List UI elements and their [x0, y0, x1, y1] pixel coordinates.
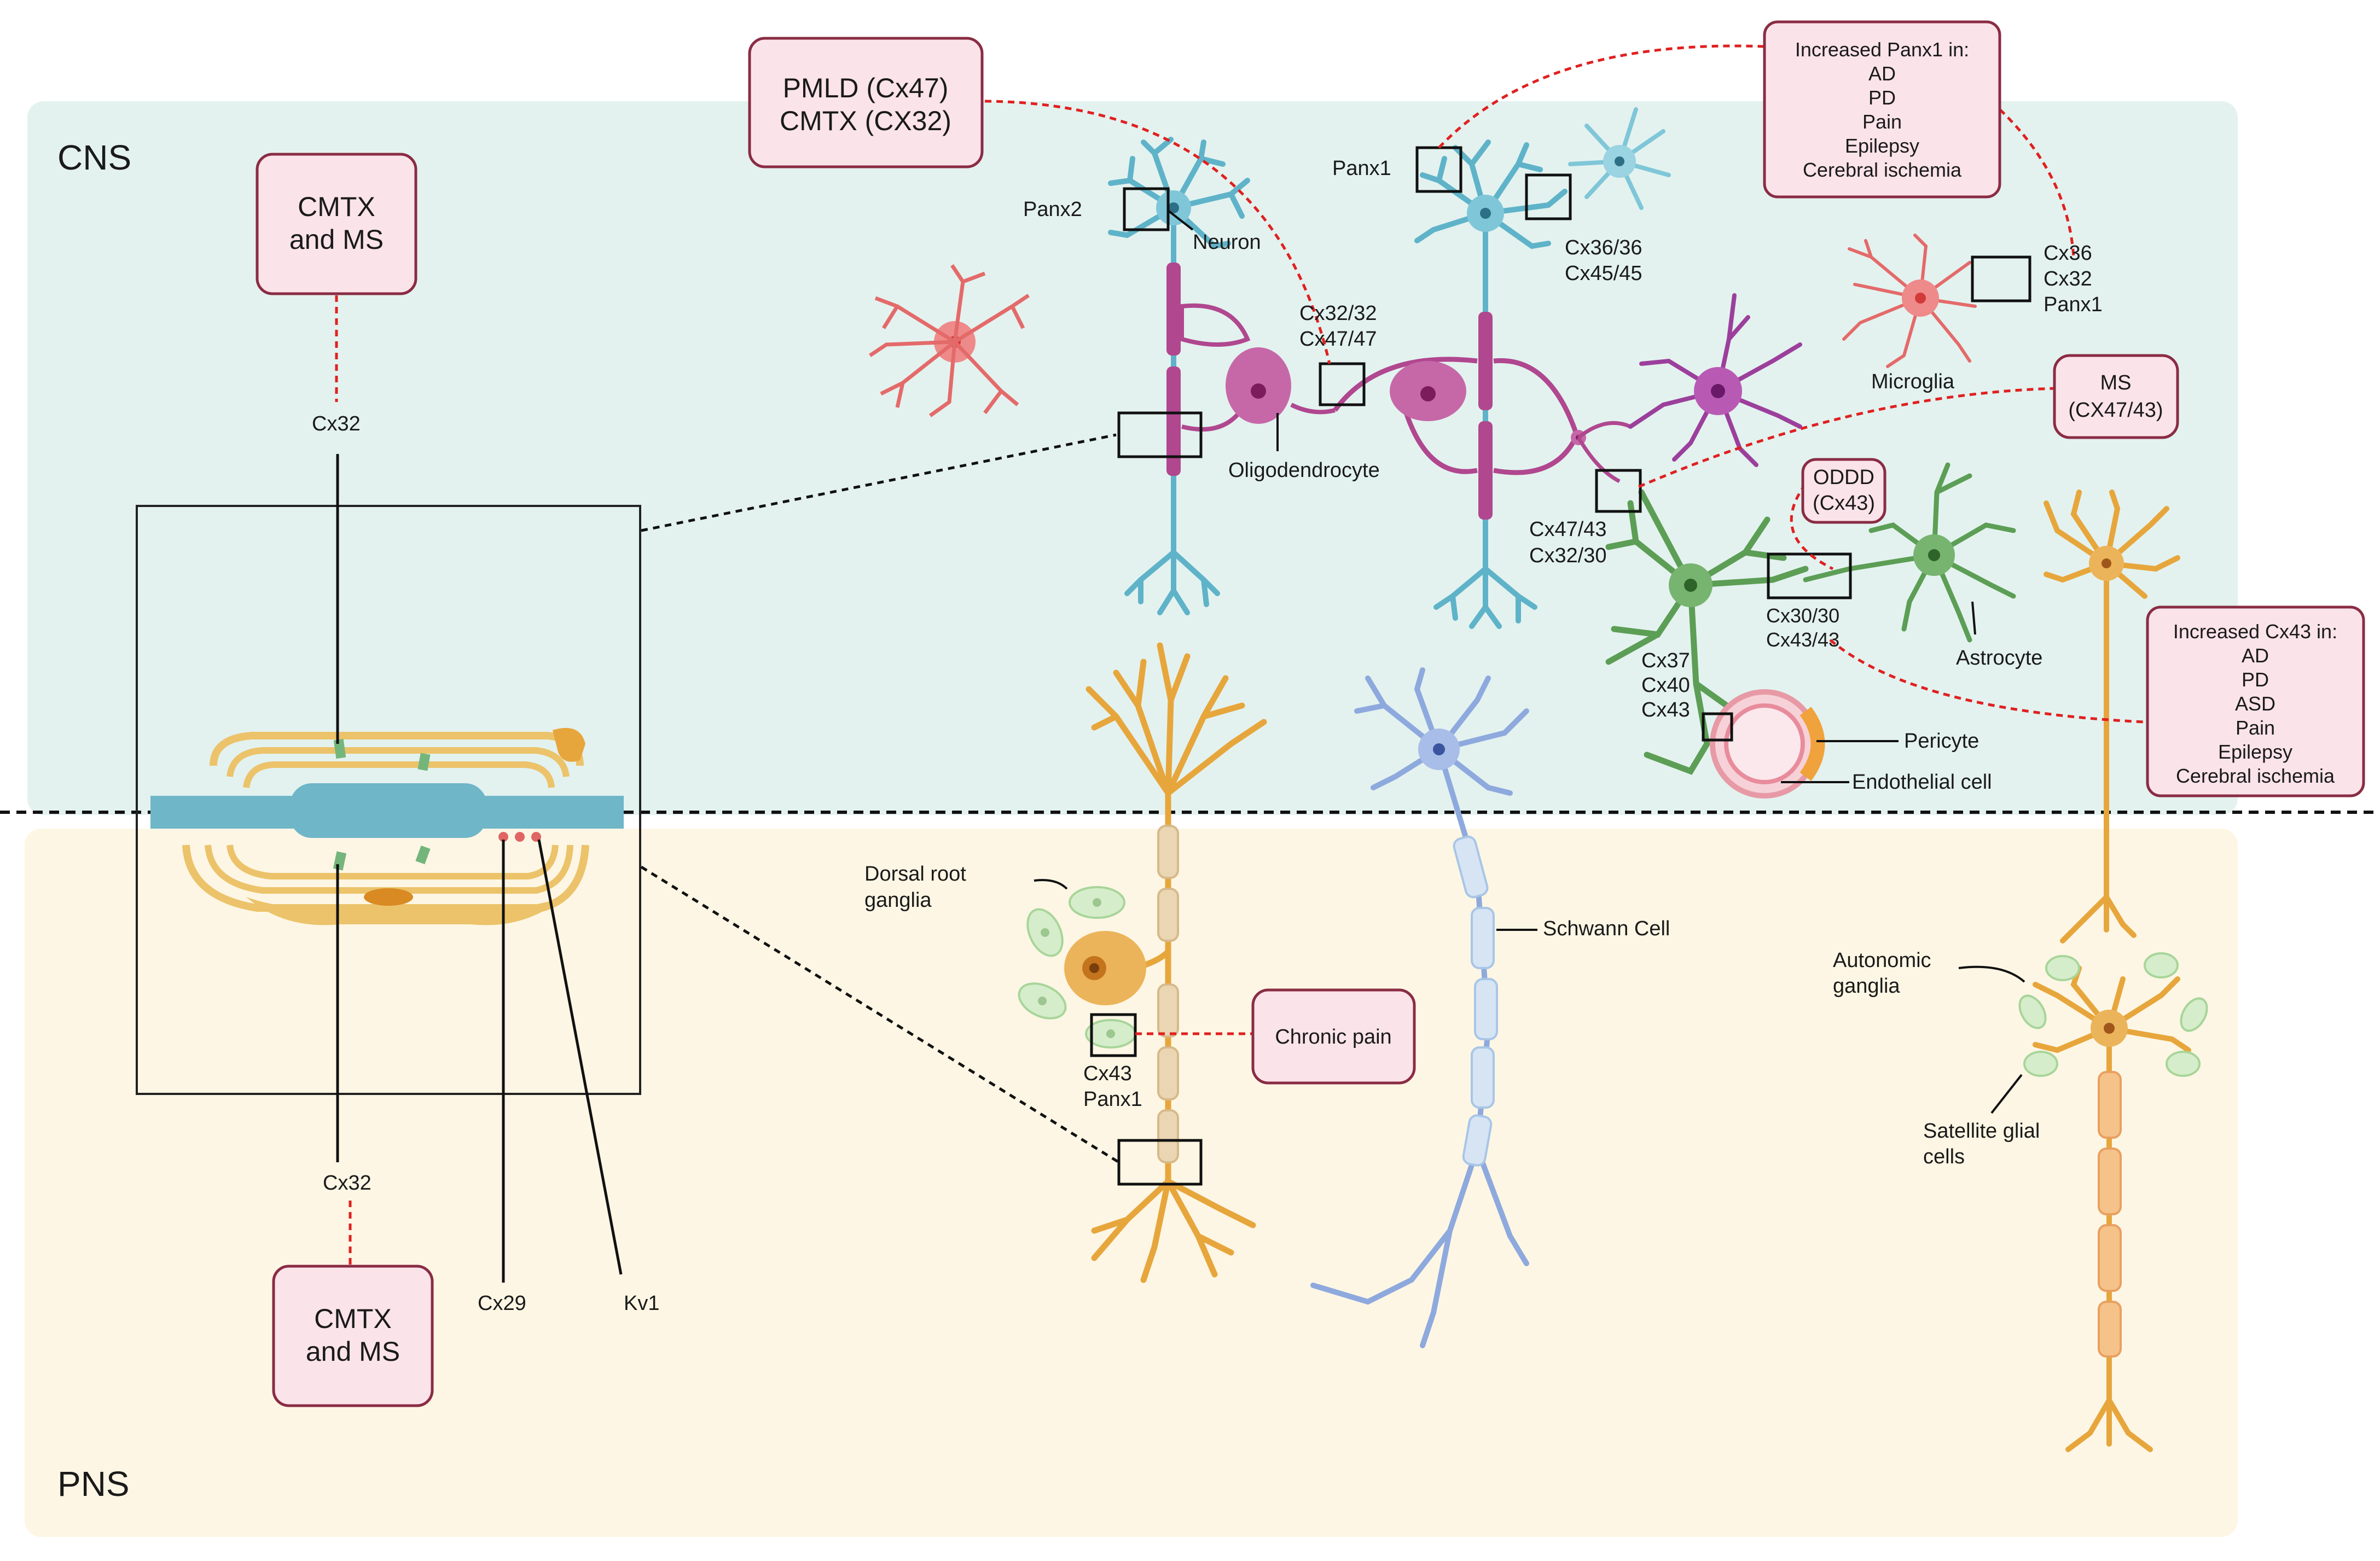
pericyte-label: Pericyte [1904, 730, 1979, 753]
cmtx-ms-top-box [256, 153, 417, 295]
oddd-cx43-line: (Cx43) [1813, 492, 1875, 515]
microglia-panx1-label: Panx1 [2044, 293, 2103, 316]
microglia-left [869, 264, 1030, 417]
cx30-label: Cx30/30 [1766, 604, 1839, 627]
cx43-pd: PD [2242, 668, 2269, 691]
autonomic-label-2: ganglia [1833, 975, 1900, 998]
cmtx-ms-bottom-box [272, 1265, 434, 1407]
panx1-increase-box [1763, 20, 2001, 199]
cx43-ischemia: Cerebral ischemia [2176, 765, 2335, 787]
schwann-neuron [1310, 667, 1529, 1348]
astrocyte-1 [1605, 489, 1809, 775]
cx43-pain: Pain [2236, 717, 2275, 739]
oddd-line: ODDD [1813, 466, 1874, 489]
cx40-label: Cx40 [1641, 674, 1690, 697]
autonomic-label-1: Autonomic [1833, 949, 1931, 972]
cx37-label: Cx37 [1641, 649, 1690, 672]
astrocyte-label: Astrocyte [1956, 646, 2042, 669]
cmtx-ms-bottom-line2: and MS [306, 1336, 400, 1367]
neuron-3-glia [1568, 107, 1671, 210]
cx47-47-label: Cx47/47 [1299, 328, 1377, 351]
cns-label: CNS [57, 138, 131, 177]
neuron-label: Neuron [1193, 231, 1261, 254]
cx32-top-label: Cx32 [312, 412, 361, 435]
neuron-1 [1108, 137, 1250, 615]
astrocyte-2 [1803, 462, 2016, 643]
oligodendrocyte-label: Oligodendrocyte [1228, 459, 1380, 482]
cx43-label: Cx43 [1641, 698, 1690, 721]
cx43-box-title: Increased Cx43 in: [2173, 620, 2337, 643]
cx36-label: Cx36/36 [1565, 236, 1642, 259]
panx2-label: Panx2 [1023, 198, 1082, 221]
cx32-bottom-label: Cx32 [323, 1172, 371, 1195]
panx1-label: Panx1 [1332, 157, 1391, 180]
myelin-inset [136, 505, 641, 1095]
cmtx-ms-top-line2: and MS [289, 224, 384, 255]
satellite-label-2: cells [1923, 1145, 1965, 1168]
neuron-2 [1414, 139, 1568, 629]
endothelial-label: Endothelial cell [1852, 771, 1992, 794]
oligodendrocyte-1 [1180, 303, 1336, 432]
panx1-ad: AD [1868, 62, 1896, 85]
cx32-30-label: Cx32/30 [1529, 544, 1607, 567]
drg-cx43-label: Cx43 [1083, 1062, 1132, 1085]
oddd-box [1801, 458, 1886, 524]
drg-neuron [1018, 642, 1267, 1283]
microglia-cx36-label: Cx36 [2044, 242, 2092, 265]
blood-vessel [1710, 689, 1825, 799]
cx43-increase-box [2146, 605, 2365, 797]
ms-cx47-box [2053, 354, 2179, 439]
microglia-right [1842, 234, 1977, 368]
cx43-asd: ASD [2235, 692, 2275, 715]
autonomic-neuron [2018, 490, 2208, 1452]
drg-panx1-label: Panx1 [1083, 1088, 1142, 1111]
cmtx-line: CMTX (CX32) [780, 106, 951, 136]
panx1-ischemia: Cerebral ischemia [1803, 159, 1962, 181]
cmtx-ms-bottom-line1: CMTX [314, 1303, 392, 1334]
schwann-label: Schwann Cell [1543, 917, 1670, 940]
chronic-pain-text: Chronic pain [1275, 1026, 1391, 1049]
ms-line: MS [2100, 371, 2132, 394]
cx43-ad: AD [2242, 644, 2269, 667]
cx43-43-label: Cx43/43 [1766, 628, 1839, 651]
cx45-label: Cx45/45 [1565, 262, 1642, 285]
pns-label: PNS [57, 1464, 130, 1504]
cx47-43-line: (CX47/43) [2068, 399, 2163, 422]
satellite-label-1: Satellite glial [1923, 1120, 2040, 1143]
kv1-label: Kv1 [624, 1292, 659, 1315]
pmld-line: PMLD (Cx47) [783, 73, 949, 103]
panx1-box-title: Increased Panx1 in: [1795, 38, 1969, 61]
oligodendrocyte-2 [1333, 357, 1632, 484]
cx43-epilepsy: Epilepsy [2218, 741, 2292, 763]
panx1-pd: PD [1868, 86, 1896, 109]
microglia-label: Microglia [1871, 370, 1955, 393]
cx29-label: Cx29 [478, 1292, 526, 1315]
cmtx-ms-top-line1: CMTX [298, 191, 375, 222]
drg-label-2: ganglia [864, 889, 932, 912]
panx1-pain: Pain [1862, 110, 1902, 133]
drg-label-1: Dorsal root [864, 863, 966, 886]
panx1-epilepsy: Epilepsy [1845, 135, 1919, 157]
microglia-cx32-label: Cx32 [2044, 267, 2092, 290]
cx32-32-label: Cx32/32 [1299, 302, 1377, 325]
pmld-cmtx-box [748, 37, 984, 168]
cx47-43-label: Cx47/43 [1529, 518, 1607, 541]
chronic-pain-box [1251, 988, 1416, 1085]
